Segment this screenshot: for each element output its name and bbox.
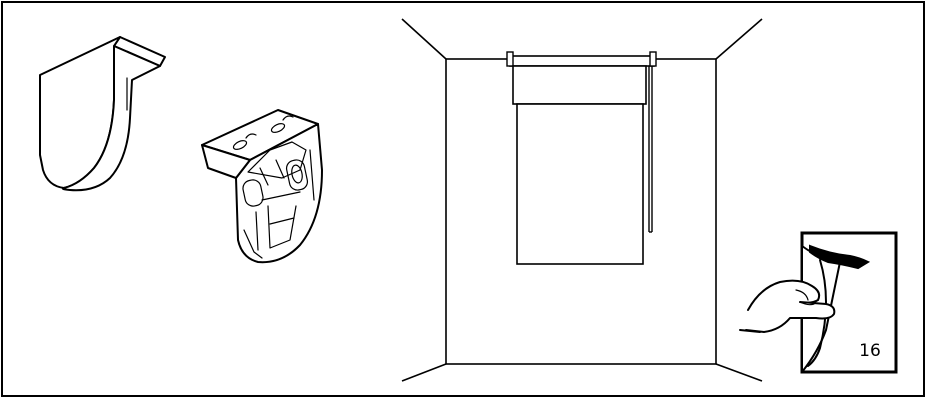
recess-edge-tr: [715, 18, 763, 60]
right-bracket: [649, 51, 657, 67]
recess-edge-br: [715, 363, 763, 382]
rolled-fabric: [512, 65, 647, 105]
roller-tube: [509, 55, 655, 67]
page-number: 16: [859, 341, 881, 361]
bracket-cover-icon: [39, 36, 166, 192]
roller-blind: [506, 51, 657, 265]
window-recess-illustration: [401, 18, 763, 382]
left-bracket: [506, 51, 514, 67]
recess-edge-tl: [401, 18, 447, 60]
roller-bracket-icon: [201, 109, 323, 264]
blind-fabric: [516, 103, 644, 265]
recess-edge-bl: [401, 363, 447, 382]
turn-page-hand-icon: 16: [739, 231, 898, 374]
